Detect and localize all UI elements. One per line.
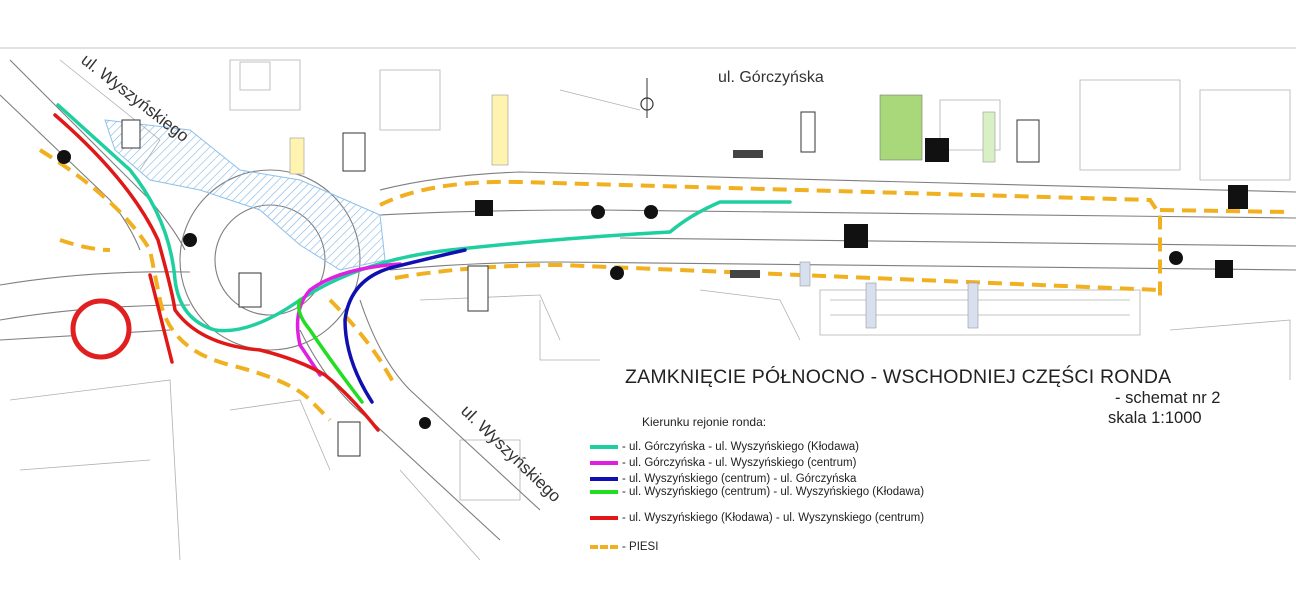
sign-board xyxy=(467,265,489,312)
sign-note-yellow xyxy=(491,94,509,166)
sign-dark-bar xyxy=(730,270,760,278)
legend-label: - ul. Wyszyńskiego (centrum) - ul. Wyszy… xyxy=(622,486,925,498)
pedestrian-routes xyxy=(38,148,1291,422)
sign-note-green xyxy=(982,111,996,163)
sign-round xyxy=(610,266,624,280)
legend-label: - ul. Wyszyńskiego (Kłodawa) - ul. Wyszy… xyxy=(622,512,925,524)
sign-round xyxy=(183,233,197,247)
sign-board xyxy=(121,119,141,149)
route-teal xyxy=(56,103,792,333)
legend-heading: Kierunku rejonie ronda: xyxy=(642,415,767,429)
legend-item-teal: - ul. Górczyńska - ul. Wyszyńskiego (Kło… xyxy=(590,440,859,454)
legend-item-blue: - ul. Wyszyńskiego (centrum) - ul. Górcz… xyxy=(590,472,856,486)
scale-label: skala 1:1000 xyxy=(1108,409,1202,427)
sign-round xyxy=(591,205,605,219)
sign-black xyxy=(1228,185,1248,209)
legend-swatch xyxy=(590,461,618,465)
legend-swatch xyxy=(590,477,618,481)
sign-round xyxy=(1169,251,1183,265)
legend-swatch xyxy=(590,545,618,549)
scheme-number: - schemat nr 2 xyxy=(1115,389,1221,407)
route-blue xyxy=(343,248,467,404)
route-red xyxy=(53,113,380,432)
sign-round xyxy=(57,150,71,164)
legend-item-pedestrians: - PIESI xyxy=(590,540,658,554)
legend-swatch xyxy=(590,490,618,494)
sign-board xyxy=(342,132,366,172)
street-label-south: ul. Wyszyńskiego xyxy=(457,401,565,506)
legend-label: - PIESI xyxy=(622,541,659,553)
sign-black xyxy=(844,224,868,248)
route-red-stub xyxy=(148,273,174,364)
roundabout-center xyxy=(70,298,132,360)
scheme-title: ZAMKNIĘCIE PÓŁNOCNO - WSCHODNIEJ CZĘŚCI … xyxy=(625,366,1172,388)
sign-note-blue xyxy=(967,282,979,329)
road-signs xyxy=(57,78,1248,457)
sign-black xyxy=(925,138,949,162)
route-green xyxy=(297,298,364,404)
sign-note-blue xyxy=(799,261,811,287)
sign-round xyxy=(419,417,431,429)
legend-swatch xyxy=(590,445,618,449)
sign-board xyxy=(1016,119,1040,163)
sign-board xyxy=(238,272,262,308)
legend-label: - ul. Górczyńska - ul. Wyszyńskiego (Kło… xyxy=(622,441,859,453)
legend-item-green: - ul. Wyszyńskiego (centrum) - ul. Wyszy… xyxy=(590,485,924,499)
legend-label: - ul. Górczyńska - ul. Wyszyńskiego (cen… xyxy=(622,457,857,469)
closed-area-hatch xyxy=(104,119,386,271)
sign-black xyxy=(475,200,493,216)
sign-board xyxy=(337,421,361,457)
sign-black xyxy=(1215,260,1233,278)
legend-item-magenta: - ul. Górczyńska - ul. Wyszyńskiego (cen… xyxy=(590,456,856,470)
background-drawing xyxy=(0,47,1296,561)
legend-item-red: - ul. Wyszyńskiego (Kłodawa) - ul. Wyszy… xyxy=(590,511,924,525)
sign-note-blue xyxy=(865,282,877,329)
sign-round xyxy=(644,205,658,219)
route-magenta xyxy=(295,262,402,377)
sign-note-green xyxy=(879,94,923,161)
route-lines xyxy=(53,103,792,432)
street-label-north: ul. Górczyńska xyxy=(718,69,824,86)
legend-label: - ul. Wyszyńskiego (centrum) - ul. Górcz… xyxy=(622,473,857,485)
legend-swatch xyxy=(590,516,618,520)
sign-note-yellow xyxy=(289,137,305,175)
sign-dark-bar xyxy=(733,150,763,158)
sign-board xyxy=(800,111,816,153)
road-outlines xyxy=(0,59,1296,541)
